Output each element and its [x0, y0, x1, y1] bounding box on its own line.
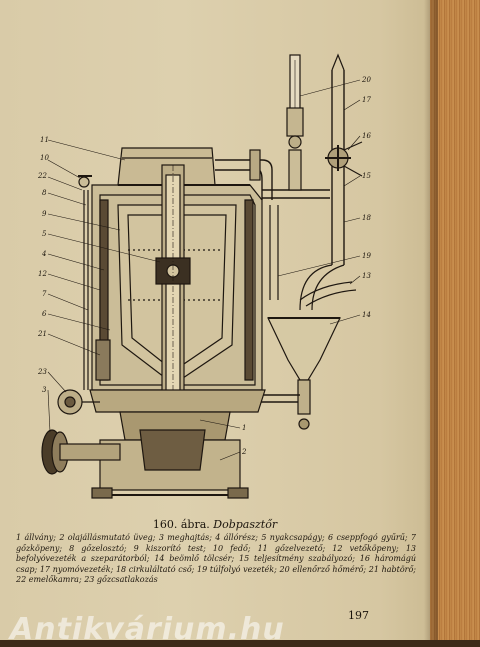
label-17: 17: [362, 96, 371, 104]
label-5: 5: [42, 230, 47, 238]
figure-number: 160. ábra.: [152, 518, 210, 531]
label-6: 6: [42, 310, 47, 318]
gutter-shadow: [424, 0, 438, 640]
label-16: 16: [362, 132, 371, 140]
label-21: 21: [37, 330, 47, 338]
label-23: 23: [37, 368, 47, 376]
inlet-funnel: [267, 317, 341, 430]
book-spine-edge: [430, 0, 480, 640]
thermometer: [286, 54, 304, 191]
page-number: 197: [348, 609, 369, 622]
watermark: Antikvárium.hu: [10, 612, 285, 647]
label-14: 14: [362, 311, 371, 319]
label-9: 9: [42, 210, 47, 218]
label-12: 12: [38, 270, 47, 278]
label-22: 22: [37, 172, 47, 180]
label-2: 2: [241, 448, 247, 456]
label-3: 3: [42, 386, 47, 394]
stand-base: [89, 389, 266, 499]
figure-legend: 1 állvány; 2 olajállásmutató üveg; 3 meg…: [16, 533, 416, 584]
central-shaft: [155, 164, 191, 455]
figure-title: Dobpasztőr: [213, 518, 278, 531]
right-pipes: [325, 53, 363, 265]
label-13: 13: [362, 272, 371, 280]
label-8: 8: [42, 189, 47, 197]
label-20: 20: [361, 76, 371, 84]
label-7: 7: [42, 290, 47, 298]
label-15: 15: [362, 172, 371, 180]
label-18: 18: [362, 214, 371, 222]
label-4: 4: [41, 250, 46, 258]
label-1: 1: [242, 424, 246, 432]
label-19: 19: [362, 252, 371, 260]
drive-pulley: [41, 429, 121, 475]
label-11: 11: [40, 136, 49, 144]
label-10: 10: [40, 154, 49, 162]
figure-caption: 160. ábra. Dobpasztőr: [0, 518, 430, 531]
